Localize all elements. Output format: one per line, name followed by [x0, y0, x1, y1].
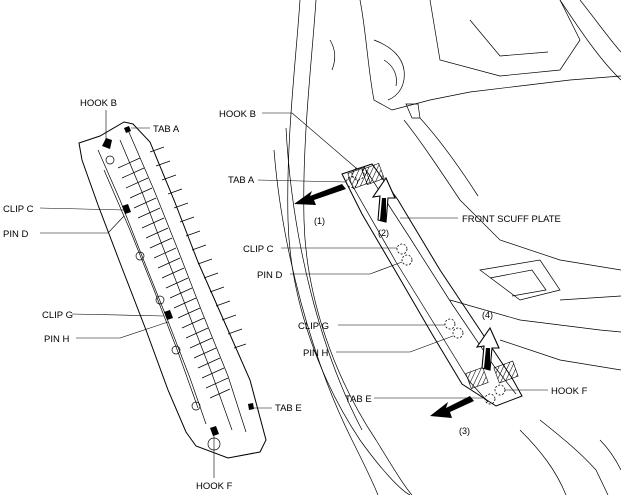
right-label-tab-a: TAB A: [228, 175, 255, 186]
right-label-hook-b: HOOK B: [219, 109, 256, 120]
right-label-hook-f: HOOK F: [551, 386, 588, 397]
left-clip-g-mark: [164, 310, 173, 320]
right-label-pin-d: PIN D: [257, 270, 282, 281]
tab-a-location: [346, 176, 358, 188]
right-label-clip-g: CLIP G: [298, 321, 329, 332]
hook-b-location: [351, 167, 365, 181]
hook-f-location: [494, 384, 506, 396]
clip-g-location: [444, 318, 456, 330]
left-label-tab-e: TAB E: [275, 403, 302, 414]
left-label-tab-a: TAB A: [153, 124, 180, 135]
left-label-clip-c: CLIP C: [3, 204, 34, 215]
left-hook-b-mark: [102, 138, 112, 149]
arrow-step-1: [294, 184, 346, 205]
left-tab-a-mark: [124, 126, 131, 133]
left-part-ribs: [117, 146, 247, 399]
clip-c-location: [396, 243, 408, 255]
arrow-step-4: [475, 326, 500, 371]
arrow-step-2: [371, 176, 396, 223]
right-leaders: [257, 112, 548, 399]
scuff-hatch-hook-f: [493, 360, 519, 384]
step-1-label: (1): [314, 216, 325, 226]
right-label-front-scuff-plate: FRONT SCUFF PLATE: [462, 214, 561, 225]
scuff-hatch-hook-b: [361, 163, 385, 185]
tab-e-location: [484, 393, 496, 405]
right-label-tab-e: TAB E: [345, 394, 372, 405]
right-label-pin-h: PIN H: [303, 348, 328, 359]
left-hook-f-mark: [210, 426, 219, 436]
left-label-pin-d: PIN D: [3, 229, 28, 240]
pin-h-location: [452, 327, 464, 339]
step-2-label: (2): [378, 228, 389, 238]
left-label-hook-b: HOOK B: [80, 98, 117, 109]
left-label-hook-f: HOOK F: [196, 481, 233, 492]
left-scuff-plate-part: [78, 121, 267, 459]
left-label-pin-h: PIN H: [44, 334, 69, 345]
left-leaders: [39, 110, 272, 478]
scuff-hatch-tab-e: [465, 367, 489, 389]
left-clip-c-mark: [122, 204, 131, 214]
left-tab-e-mark: [248, 403, 254, 410]
right-label-clip-c: CLIP C: [243, 244, 274, 255]
left-label-clip-g: CLIP G: [42, 310, 73, 321]
pin-d-location: [401, 254, 413, 266]
vehicle-body-background: [273, 0, 621, 495]
step-3-label: (3): [459, 426, 470, 436]
arrow-step-3: [430, 396, 474, 418]
front-scuff-plate: [341, 163, 523, 407]
step-4-label: (4): [482, 310, 493, 320]
removal-arrows: [294, 176, 500, 418]
